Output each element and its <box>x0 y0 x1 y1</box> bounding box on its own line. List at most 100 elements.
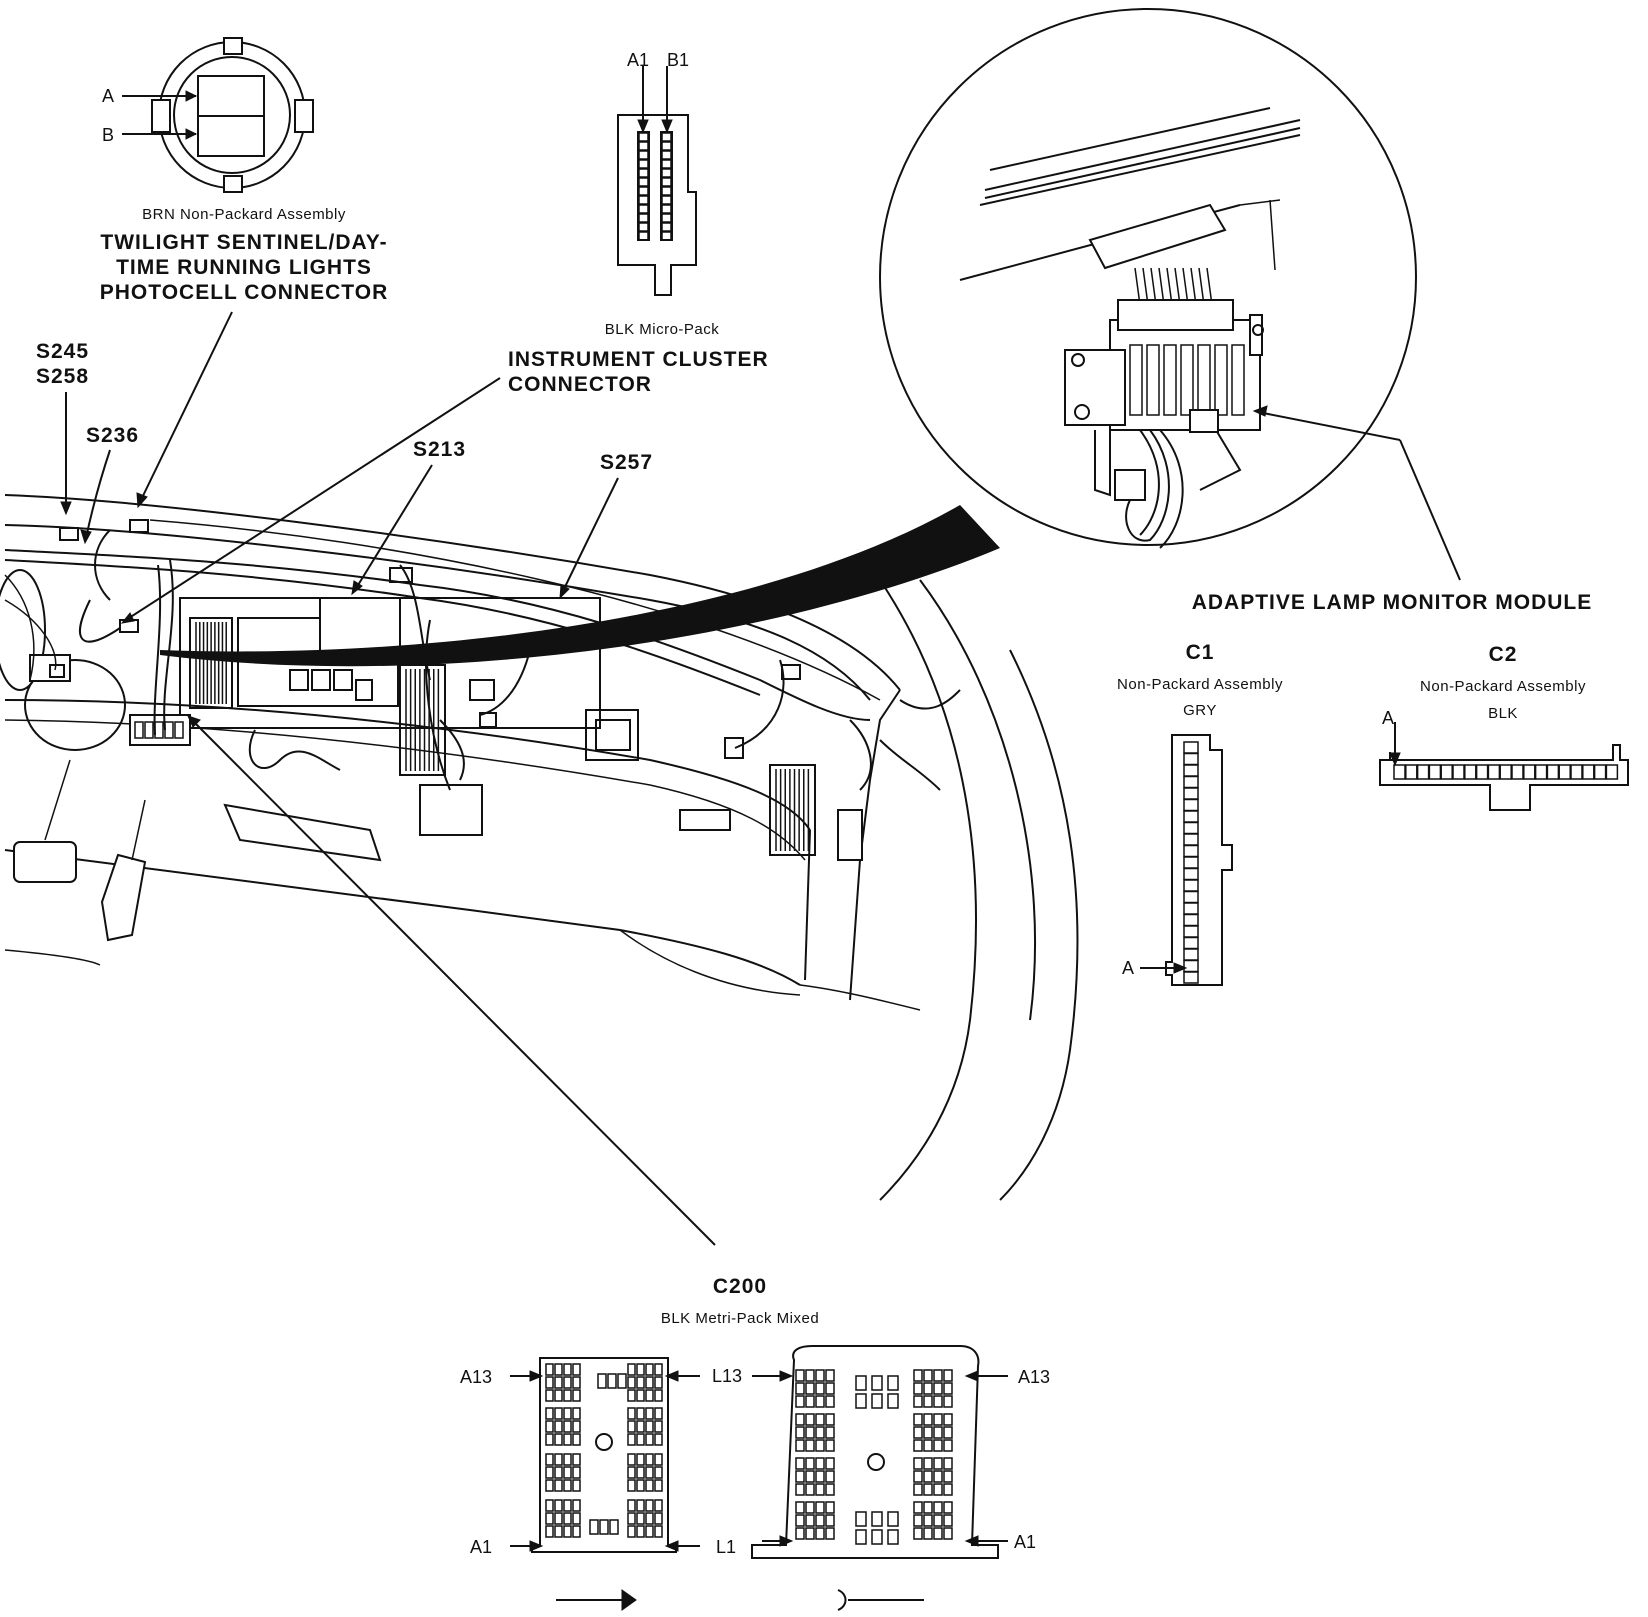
splice-s257-label: S257 <box>600 451 653 474</box>
c200-pin-cell <box>923 1395 933 1408</box>
c1-pin-cell <box>1183 764 1199 777</box>
lamp-monitor-module-drawing <box>959 107 1301 549</box>
c200-center-cell <box>589 1519 599 1535</box>
c200-name-label: C200 <box>713 1275 767 1298</box>
photocell-title-line-1: TWILIGHT SENTINEL/DAY- <box>100 231 387 254</box>
c200-left-bottom-pin-label: A1 <box>470 1537 492 1557</box>
c200-pin-cell <box>636 1453 645 1466</box>
cluster-pin-cell <box>661 204 672 214</box>
c2-pin-cell <box>1570 764 1583 780</box>
c200-pin-cell <box>825 1470 835 1483</box>
c200-pin-cell <box>627 1453 636 1466</box>
c200-pin-cell <box>795 1501 805 1514</box>
ribbon-wire <box>1206 267 1213 306</box>
c200-pin-cell <box>795 1413 805 1426</box>
c200-pin-cell <box>913 1514 923 1527</box>
c200-pin-cell <box>545 1479 554 1492</box>
c200-pin-cell <box>554 1389 563 1402</box>
c200-center-cell <box>855 1393 867 1409</box>
module-fins <box>1129 344 1245 416</box>
photocell-connector: A B <box>102 37 314 193</box>
c2-pin-cell <box>1523 764 1536 780</box>
c200-pin-cell <box>913 1439 923 1452</box>
c200-pin-cell <box>825 1501 835 1514</box>
c200-pin-cell <box>805 1395 815 1408</box>
lamp-monitor-detail-circle <box>879 8 1417 549</box>
c200-pin-cell <box>923 1439 933 1452</box>
c1-pin-cell <box>1183 856 1199 869</box>
c200-pin-cell <box>563 1479 572 1492</box>
photocell-title-line-3: PHOTOCELL CONNECTOR <box>100 281 389 304</box>
c200-pin-cell <box>636 1525 645 1538</box>
c200-pin-cell <box>645 1512 654 1525</box>
c200-pin-cell <box>815 1501 825 1514</box>
c200-pin-cell <box>825 1369 835 1382</box>
c200-pin-cell <box>636 1433 645 1446</box>
c200-center-cell <box>887 1529 899 1545</box>
photocell-pin-a-label: A <box>102 86 114 106</box>
cluster-pin-cell <box>638 168 649 178</box>
c200-pin-cell <box>815 1382 825 1395</box>
c200-pin-cell <box>572 1453 581 1466</box>
c200-pin-cell <box>943 1413 953 1426</box>
c200-center-cell <box>599 1519 609 1535</box>
c200-right-connector: A13 A1 <box>751 1345 1050 1559</box>
c200-pin-cell <box>795 1369 805 1382</box>
c200-pin-cell <box>913 1395 923 1408</box>
cluster-pin-cell <box>661 132 672 142</box>
ribbon-wire <box>1150 267 1157 306</box>
c200-pin-cell <box>913 1470 923 1483</box>
c200-pin-cell <box>545 1433 554 1446</box>
c200-pin-cell <box>572 1363 581 1376</box>
c200-pin-cell <box>805 1457 815 1470</box>
magnification-wedge <box>160 505 1000 667</box>
c1-pin-cell <box>1183 936 1199 950</box>
c200-pin-cell <box>645 1479 654 1492</box>
c200-pin-cell <box>825 1457 835 1470</box>
cluster-pin-cell <box>661 231 672 241</box>
c200-pin-cell <box>545 1512 554 1525</box>
c1-pin-cell <box>1183 959 1199 973</box>
ribbon-wire <box>1166 267 1173 306</box>
module-fin <box>1146 344 1160 416</box>
c200-pin-cell <box>572 1479 581 1492</box>
c200-pin-cell <box>913 1527 923 1540</box>
cluster-pin-cell <box>638 222 649 232</box>
c200-left-pin-cells <box>545 1363 663 1538</box>
photocell-title-line-2: TIME RUNNING LIGHTS <box>116 256 372 279</box>
c200-right-bottom-pin-label: A1 <box>1014 1532 1036 1552</box>
c200-pin-cell <box>627 1525 636 1538</box>
c200-pin-cell <box>563 1389 572 1402</box>
c200-pin-cell <box>943 1382 953 1395</box>
c2-pin-cell <box>1605 764 1619 780</box>
c1-pin-cell <box>1183 913 1199 927</box>
c200-pin-cell <box>654 1466 663 1479</box>
c200-pin-cell <box>933 1395 943 1408</box>
c200-pin-cell <box>554 1525 563 1538</box>
splice-s236-label: S236 <box>86 424 139 447</box>
c2-pin-cell <box>1487 764 1501 780</box>
module-fin <box>1214 344 1228 416</box>
cluster-pin-cell <box>638 159 649 169</box>
c200-center-cell <box>871 1393 883 1409</box>
c200-pin-cell <box>654 1433 663 1446</box>
c200-pin-cell <box>795 1514 805 1527</box>
c200-pin-cell <box>636 1407 645 1420</box>
ribbon-wire <box>1190 267 1197 306</box>
c200-center-cell <box>617 1373 627 1389</box>
c200-pin-cell <box>825 1439 835 1452</box>
c2-pin-cell <box>1546 764 1560 780</box>
c200-center-cell <box>609 1519 619 1535</box>
splice-s213-label: S213 <box>413 438 466 461</box>
c200-pin-cell <box>627 1420 636 1433</box>
c200-pin-cell <box>913 1382 923 1395</box>
c200-pin-cell <box>545 1407 554 1420</box>
c200-pin-cell <box>943 1395 953 1408</box>
module-fin <box>1163 344 1177 416</box>
vent-mid <box>405 669 440 771</box>
c200-center-cell <box>887 1511 899 1527</box>
c2-pin-cell <box>1464 764 1477 780</box>
c200-pin-cell <box>654 1512 663 1525</box>
c200-pin-cell <box>913 1426 923 1439</box>
